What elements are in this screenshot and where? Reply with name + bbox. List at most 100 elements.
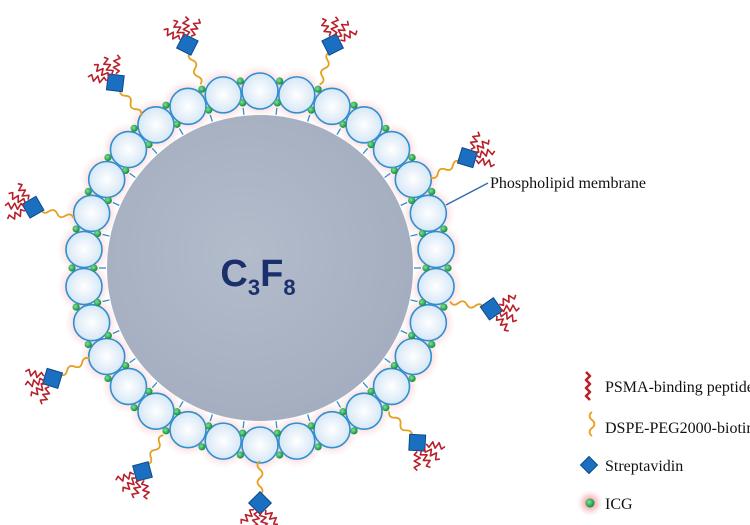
psma-peptide <box>103 56 114 75</box>
lipid-tail <box>384 357 391 364</box>
icg-dot <box>173 408 181 416</box>
lipid-tail <box>102 233 110 237</box>
lipid-vesicle <box>345 106 383 144</box>
streptavidin <box>41 367 64 389</box>
peg-linker <box>59 357 90 377</box>
peg-linker <box>187 51 203 85</box>
icg-dot <box>408 153 416 162</box>
icg-dot <box>236 77 244 85</box>
icg-dot <box>104 331 112 340</box>
lipid-tail <box>112 330 120 335</box>
peg-linker <box>256 460 264 496</box>
icg-dot <box>418 229 426 238</box>
lipid-tail <box>129 172 136 179</box>
icg-dot <box>162 101 170 109</box>
psma-peptide <box>499 294 517 307</box>
psma-peptide <box>17 182 30 200</box>
targeting-ligands-layer <box>4 16 520 525</box>
diamond-icon <box>579 455 599 475</box>
lipid-vesicle <box>278 422 316 460</box>
lipid-tail <box>306 114 311 122</box>
icg-dot <box>307 422 315 430</box>
psma-peptide <box>122 477 137 492</box>
lipid-vesicle <box>372 367 411 406</box>
icg-dot <box>72 225 80 233</box>
lipid-tail <box>209 114 214 122</box>
psma-peptide <box>112 54 121 75</box>
psma-peptide <box>499 304 520 313</box>
legend-label-icg: ICG <box>605 496 633 513</box>
psma-peptide <box>251 511 260 525</box>
lipid-tail <box>242 421 245 429</box>
icg-dot <box>307 106 315 114</box>
lipid-tail <box>400 330 408 335</box>
lipid-tail <box>209 414 214 422</box>
lipid-tail <box>275 107 278 115</box>
psma-peptide <box>320 17 332 37</box>
lipid-vesicle <box>72 194 111 233</box>
targeting-ligand <box>319 16 358 86</box>
lipid-tail <box>384 172 391 179</box>
psma-peptide <box>495 315 509 332</box>
psma-peptide <box>182 16 191 37</box>
psma-peptide <box>340 30 358 42</box>
icg-dot <box>239 429 247 437</box>
lipid-vesicle <box>394 337 433 376</box>
lipid-vesicle <box>169 410 207 449</box>
icg-dot <box>367 141 375 149</box>
icg-dot <box>122 166 130 175</box>
icg-dot <box>94 298 102 307</box>
streptavidin <box>408 433 427 452</box>
psma-peptide <box>24 377 45 388</box>
wavy-peptide-icon <box>584 371 592 401</box>
lipid-tail <box>151 382 158 389</box>
icg-dot <box>72 303 80 311</box>
peg-linker <box>319 51 331 86</box>
targeting-ligand <box>430 131 496 179</box>
lipid-vesicle <box>72 303 111 342</box>
icg-dot <box>350 427 358 435</box>
lipid-vesicle <box>417 230 455 269</box>
lipid-tail <box>336 401 342 408</box>
streptavidin <box>132 461 153 482</box>
lipid-tail <box>242 107 245 115</box>
lipid-vesicle <box>137 106 175 144</box>
icg-dot <box>408 374 416 383</box>
icg-dot <box>428 340 436 349</box>
psma-peptide <box>24 368 45 379</box>
psma-peptide <box>469 131 481 151</box>
lipid-vesicle <box>109 367 148 406</box>
icg-dot <box>390 166 398 175</box>
psma-peptide <box>163 28 181 40</box>
psma-peptide <box>264 509 279 525</box>
icg-dot <box>198 443 206 451</box>
targeting-ligand <box>24 357 90 405</box>
psma-peptide <box>190 18 201 38</box>
icg-dot <box>145 387 153 395</box>
lipid-vesicle <box>409 194 448 233</box>
icg-dot <box>350 101 358 109</box>
icg-dot <box>273 429 281 437</box>
lipid-tail <box>410 299 418 303</box>
targeting-ligand <box>240 460 279 525</box>
icg-dot <box>84 340 92 349</box>
legend-item-icg: ICG <box>577 490 633 516</box>
icg-dot <box>428 187 436 196</box>
icg-dot <box>94 229 102 238</box>
lipid-vesicle <box>278 76 316 114</box>
lipid-vesicle <box>417 267 455 306</box>
lipid-vesicle <box>372 130 411 169</box>
psma-peptide <box>115 471 135 482</box>
icg-dot <box>339 408 347 416</box>
icg-dot <box>382 404 390 412</box>
psma-peptide <box>30 383 46 397</box>
targeting-ligand <box>4 182 75 220</box>
lipid-tail <box>102 299 110 303</box>
icg-dot <box>314 85 322 93</box>
callout-leader-line <box>445 182 489 206</box>
icg-dot <box>314 443 322 451</box>
psma-peptide <box>330 16 339 37</box>
psma-peptide <box>419 450 431 469</box>
psma-peptide <box>93 63 110 78</box>
